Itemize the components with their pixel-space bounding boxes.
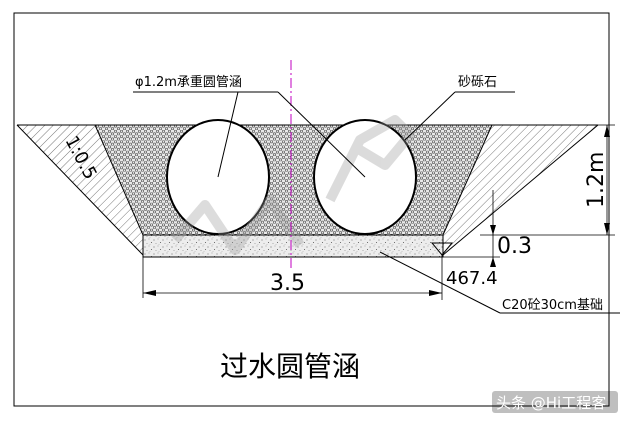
pipe-leader-right — [277, 91, 366, 178]
height-arrow-top — [604, 125, 610, 137]
pipe-leader-left — [217, 91, 239, 178]
elevation-marker — [430, 242, 454, 256]
width-label: 3.5 — [270, 271, 305, 296]
left-slope-line — [16, 124, 144, 256]
concrete-base — [142, 234, 444, 258]
pipe-label: φ1.2m承重圆管涵 — [135, 74, 242, 90]
watermark-text: 头条 @Hi工程客 — [496, 394, 606, 412]
base-arrow-bottom — [490, 257, 496, 267]
width-arrow-right — [429, 290, 442, 296]
base-arrow-top — [490, 225, 496, 235]
height-arrow-bottom — [604, 223, 610, 235]
gravel-fill — [94, 124, 493, 236]
elevation-label: 467.4 — [446, 268, 498, 289]
gravel-label: 砂砾石 — [458, 75, 497, 90]
drawing-title: 过水圆管涵 — [220, 350, 360, 383]
gravel-leader — [404, 91, 456, 141]
foundation-leader — [379, 251, 501, 314]
width-arrow-left — [143, 290, 156, 296]
base-thickness-label: 0.3 — [497, 234, 532, 259]
watermark-logo — [171, 115, 415, 255]
foundation-label: C20砼30cm基础 — [502, 298, 603, 313]
height-label: 1.2m — [584, 152, 609, 208]
right-slope-line — [442, 124, 599, 256]
watermark-bg — [492, 391, 618, 413]
